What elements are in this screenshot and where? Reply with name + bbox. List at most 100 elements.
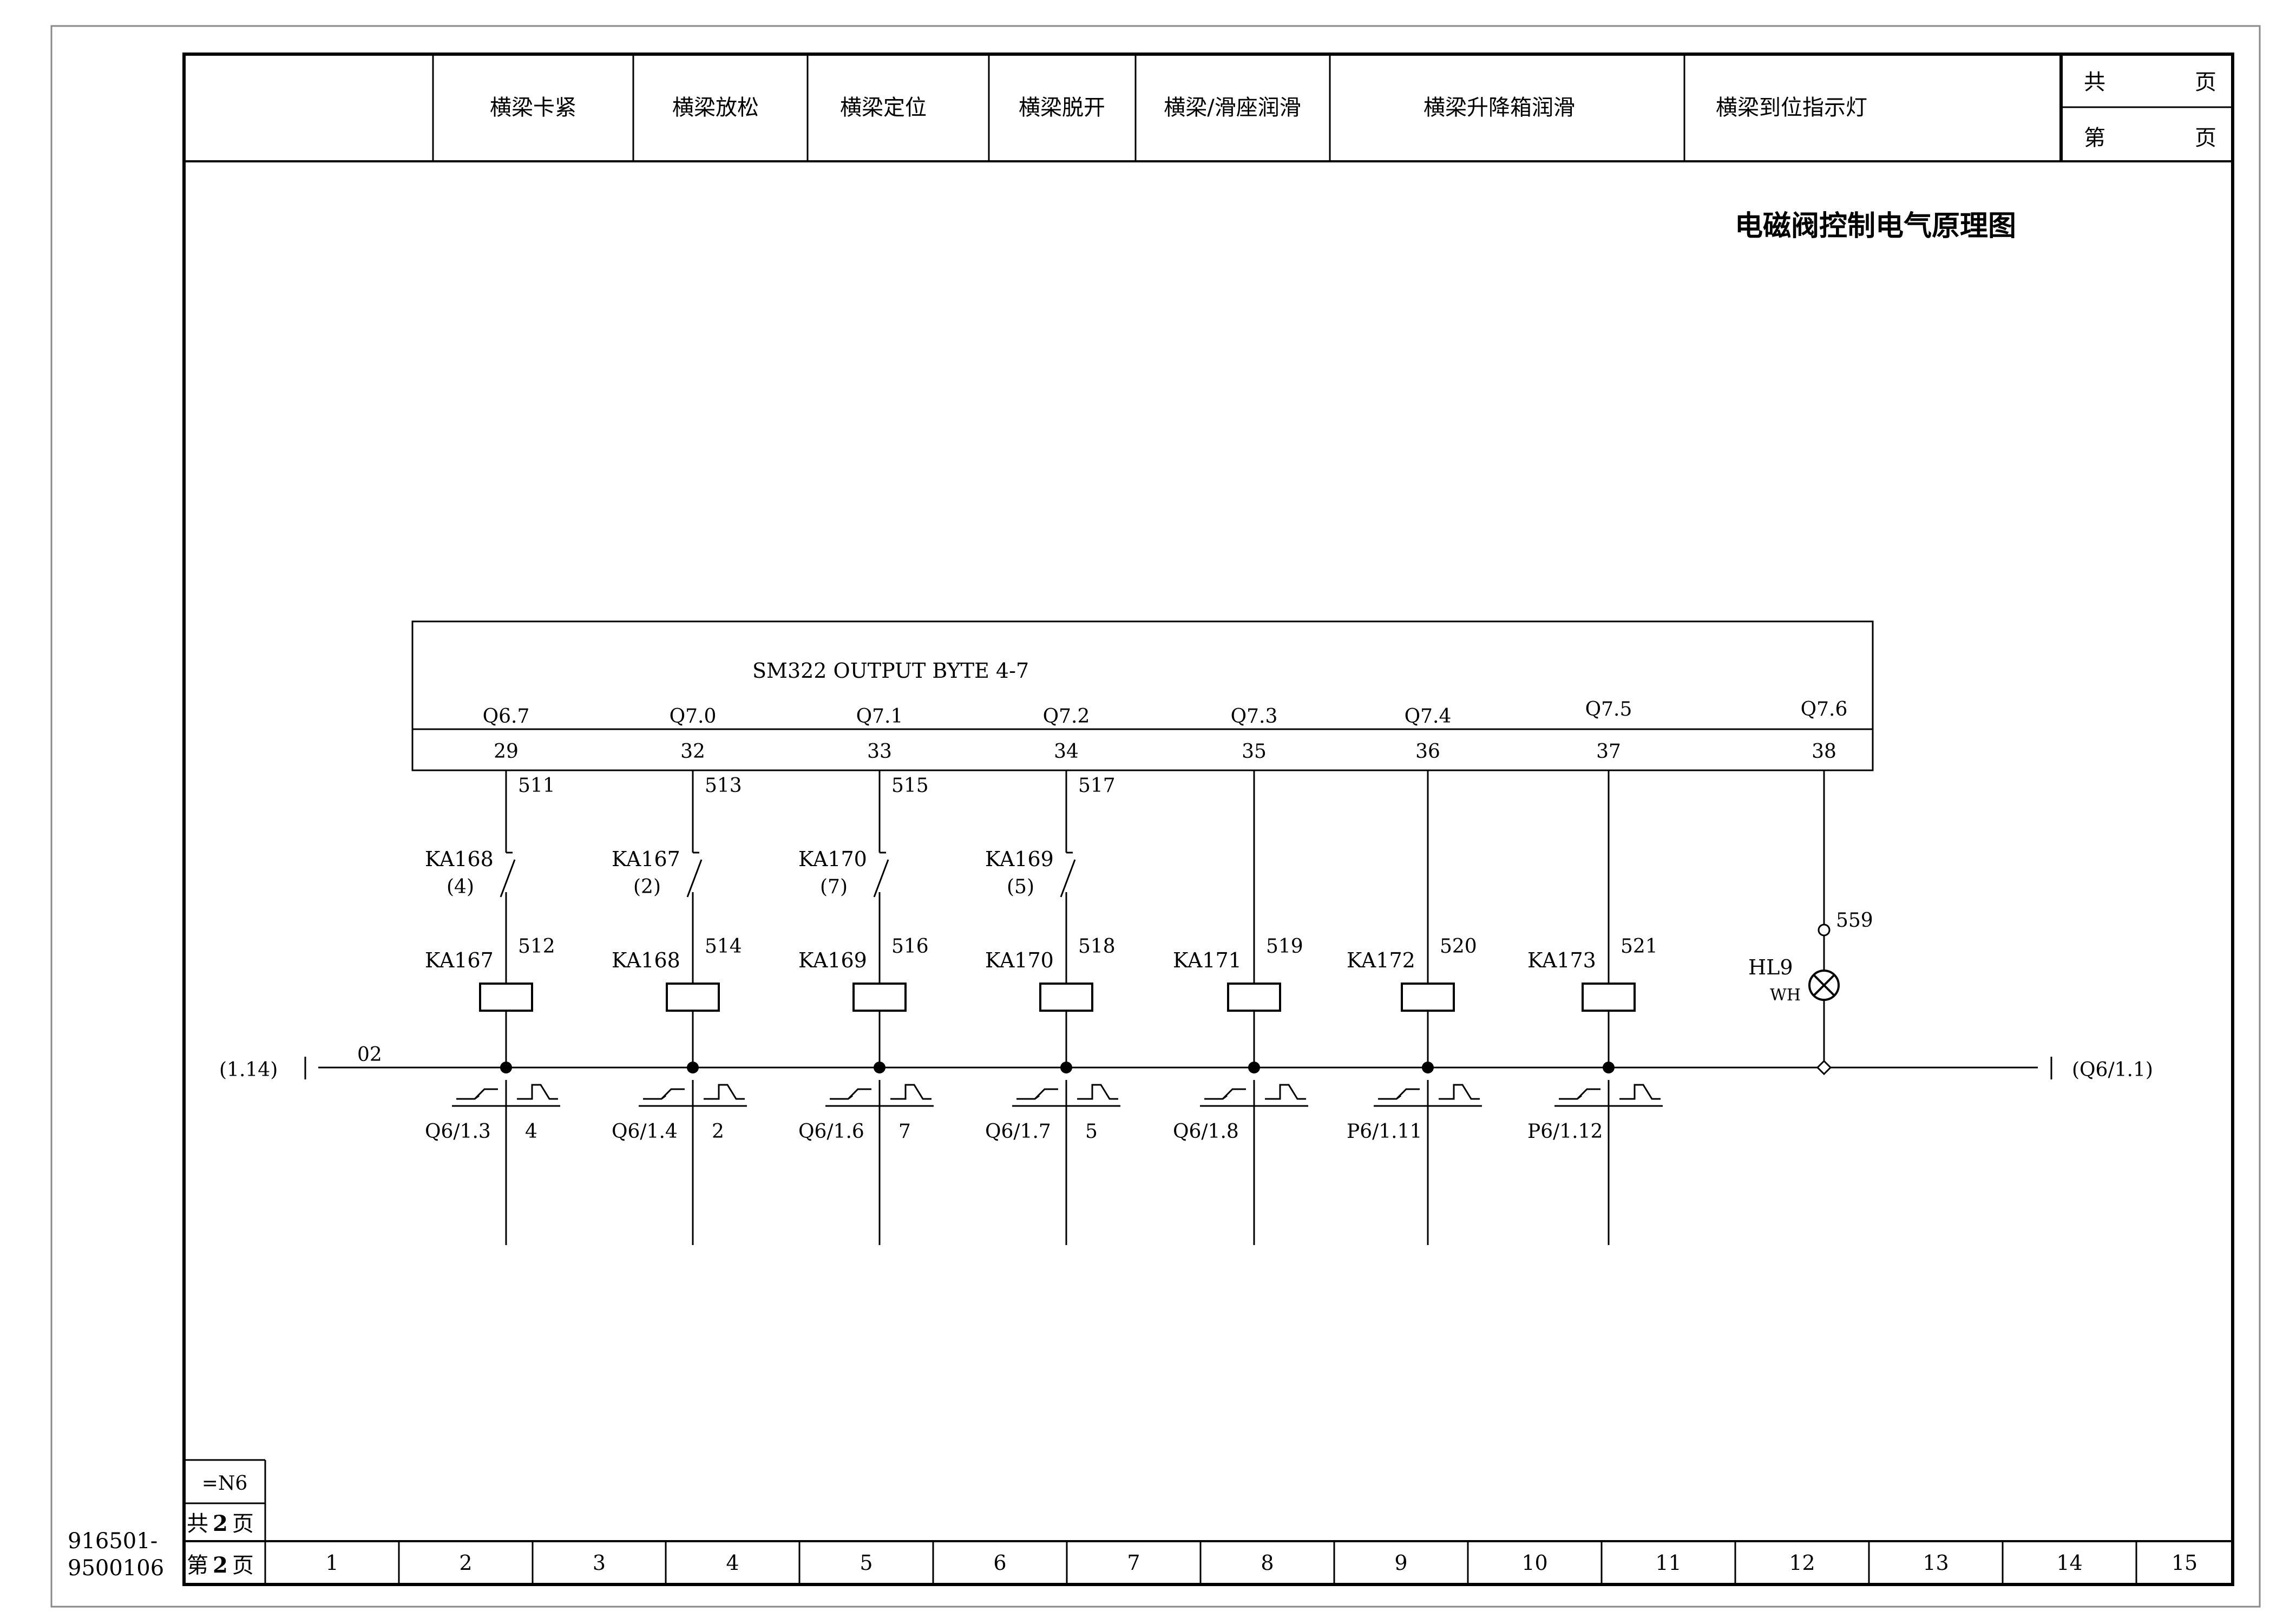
relay-coil-icon <box>1039 983 1093 1012</box>
lamp-cross <box>1813 974 1835 997</box>
no-contact-symbol-icon <box>1619 1084 1661 1100</box>
column-number: 5 <box>860 1551 873 1575</box>
relay-coil-icon <box>1227 983 1281 1012</box>
plc-address: Q7.2 <box>1043 705 1090 728</box>
nc-contact-symbol-icon <box>456 1088 498 1100</box>
nc-contact-blade <box>500 859 516 898</box>
header-cell-6: 横梁升降箱润滑 <box>1423 95 1575 120</box>
junction-dot <box>1603 1062 1615 1073</box>
junction-dot <box>1060 1062 1072 1073</box>
coil-label: KA167 <box>425 948 494 972</box>
contact-number-reference: 7 <box>898 1121 911 1143</box>
location-code: =N6 <box>202 1472 248 1495</box>
page-char-bottom: 页 <box>2195 126 2216 150</box>
coil-wire-number: 518 <box>1078 935 1116 958</box>
coil-wire-number: 519 <box>1266 935 1303 958</box>
nc-contact-symbol-icon <box>1378 1088 1420 1100</box>
no-contact-symbol-icon <box>1439 1084 1480 1100</box>
wire-number: 513 <box>705 775 742 797</box>
junction-dot <box>1422 1062 1434 1073</box>
bus-left-ref: (1.14) <box>219 1059 278 1081</box>
plc-address: Q6.7 <box>483 705 530 728</box>
nc-contact-blade <box>873 859 889 898</box>
column-number: 3 <box>593 1551 606 1575</box>
page-box: 共 页 第 页 <box>2084 70 2216 150</box>
drawing-number-line-2: 9500106 <box>68 1556 164 1581</box>
nc-contact-blade <box>1060 859 1076 898</box>
nc-contact-symbol-icon <box>1559 1088 1600 1100</box>
column-number: 13 <box>1923 1551 1949 1575</box>
bus-terminal-diamond <box>1816 1059 1832 1076</box>
no-contact-symbol-icon <box>704 1084 745 1100</box>
contact-label: KA167 <box>612 847 680 871</box>
no-contact-symbol-icon <box>890 1084 931 1100</box>
lamp-label: HL9 <box>1748 955 1793 979</box>
column-number: 11 <box>1655 1551 1681 1575</box>
junction-dot <box>1248 1062 1260 1073</box>
plc-terminal: 29 <box>494 741 519 763</box>
relay-coil-icon <box>852 983 907 1012</box>
common-bus <box>304 1057 2052 1079</box>
column-number: 10 <box>1521 1551 1547 1575</box>
coil-wire-number: 512 <box>518 935 555 958</box>
nc-contact-symbol-icon <box>1204 1088 1246 1100</box>
contact-sheet-reference: Q6/1.6 <box>798 1121 864 1143</box>
lamp-color: WH <box>1770 986 1801 1005</box>
nc-contact-blade <box>686 859 703 898</box>
plc-address: Q7.0 <box>670 705 717 728</box>
coil-label: KA169 <box>798 948 867 972</box>
contact-sheet-reference: P6/1.11 <box>1347 1121 1422 1143</box>
contact-label: KA170 <box>798 847 867 871</box>
column-number: 7 <box>1127 1551 1140 1575</box>
contact-reference: (7) <box>820 876 848 898</box>
page-total-char: 共 <box>2084 70 2105 95</box>
drawing-number-line-1: 916501- <box>68 1529 158 1554</box>
relay-coil-icon <box>666 983 720 1012</box>
contact-sheet-reference: Q6/1.8 <box>1173 1121 1239 1143</box>
coil-label: KA172 <box>1347 948 1415 972</box>
plc-terminal: 36 <box>1415 741 1440 763</box>
lamp-wire-number: 559 <box>1836 909 1873 932</box>
terminal-point <box>1818 924 1831 937</box>
coil-label: KA168 <box>612 948 680 972</box>
contact-sheet-reference: Q6/1.7 <box>985 1121 1051 1143</box>
contact-sheet-reference: Q6/1.3 <box>425 1121 491 1143</box>
header-cell-1: 横梁卡紧 <box>490 95 576 120</box>
coil-label: KA170 <box>985 948 1054 972</box>
contact-label: KA169 <box>985 847 1054 871</box>
contact-label: KA168 <box>425 847 494 871</box>
plc-address: Q7.1 <box>856 705 903 728</box>
header-cell-5: 横梁/滑座润滑 <box>1164 95 1301 120</box>
coil-label: KA173 <box>1527 948 1596 972</box>
column-number: 6 <box>993 1551 1006 1575</box>
current-suffix: 页 <box>232 1553 254 1578</box>
relay-coil-icon <box>1582 983 1636 1012</box>
column-number: 1 <box>325 1551 338 1575</box>
bus-wire-number: 02 <box>357 1044 382 1066</box>
header-row <box>184 54 2233 162</box>
header-cell-7: 横梁到位指示灯 <box>1716 95 1867 120</box>
wire-number: 515 <box>891 775 929 797</box>
plc-terminal: 37 <box>1596 741 1621 763</box>
nc-contact-symbol-icon <box>1016 1088 1058 1100</box>
column-number: 4 <box>726 1551 739 1575</box>
header-cell-2: 横梁放松 <box>672 95 759 120</box>
column-number: 9 <box>1394 1551 1407 1575</box>
page-current-char: 第 <box>2084 126 2105 150</box>
plc-address: Q7.3 <box>1231 705 1278 728</box>
junction-dot <box>874 1062 885 1073</box>
contact-number-reference: 5 <box>1085 1121 1098 1143</box>
outer-border <box>50 25 2261 1608</box>
junction-dot <box>687 1062 699 1073</box>
column-number: 14 <box>2056 1551 2082 1575</box>
column-number: 2 <box>459 1551 472 1575</box>
total-suffix: 页 <box>232 1511 254 1536</box>
